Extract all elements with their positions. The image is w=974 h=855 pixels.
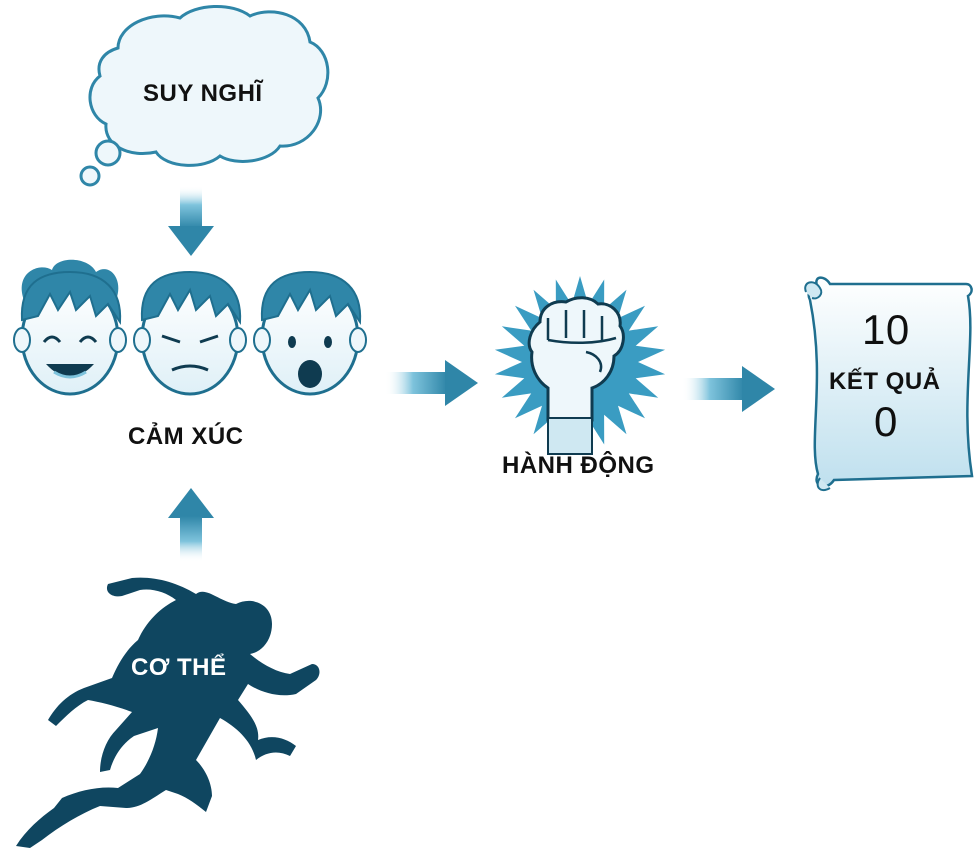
thought-label: SUY NGHĨ <box>143 80 263 107</box>
action-label: HÀNH ĐỘNG <box>502 452 655 479</box>
arrow-body-to-emotion <box>168 488 214 562</box>
raised-fist-icon <box>494 276 666 455</box>
thought-cloud-icon <box>79 4 330 187</box>
happy-face-icon <box>13 259 127 396</box>
emotion-label: CẢM XÚC <box>128 423 244 450</box>
scroll-icon <box>804 276 974 492</box>
result-label: KẾT QUẢ <box>829 368 941 395</box>
runner-silhouette-icon <box>16 577 320 848</box>
surprised-face-icon <box>253 270 367 396</box>
arrow-thought-to-emotion <box>168 186 214 256</box>
result-value-top: 10 <box>862 306 910 353</box>
result-value-bottom: 0 <box>874 398 898 445</box>
arrow-emotion-to-action <box>385 360 478 406</box>
arrow-action-to-result <box>682 366 775 412</box>
body-label: CƠ THỂ <box>131 654 227 681</box>
angry-face-icon <box>133 270 247 396</box>
